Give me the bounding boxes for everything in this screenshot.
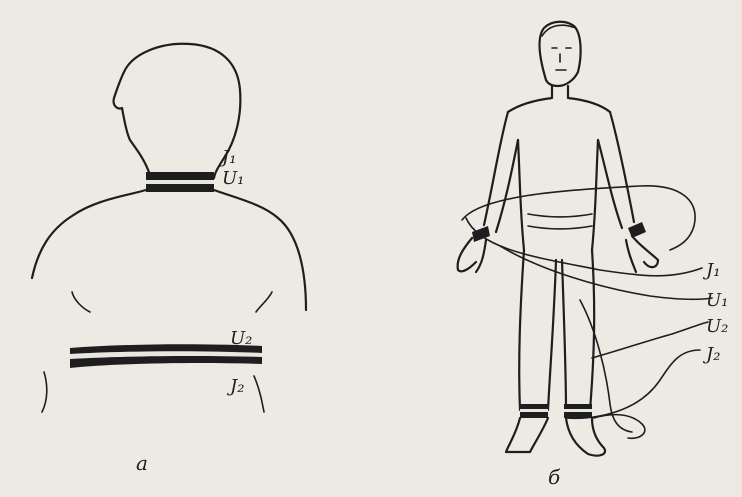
neck-electrode-band <box>146 172 214 192</box>
label-voltage-2: U₂ <box>706 316 728 337</box>
caption-panel-b: б <box>548 465 561 489</box>
label-neck-voltage: U₁ <box>222 168 244 189</box>
label-chest-voltage: U₂ <box>230 328 252 349</box>
paper-sheet <box>8 6 734 491</box>
caption-panel-a: а <box>136 451 148 475</box>
label-voltage-1: U₁ <box>706 290 728 311</box>
